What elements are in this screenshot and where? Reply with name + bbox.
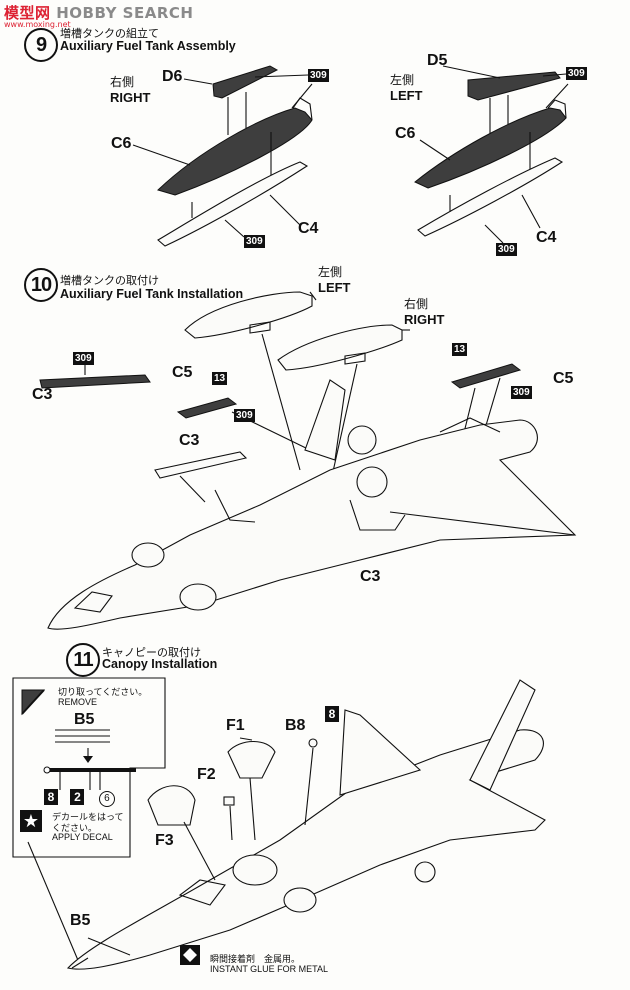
paint-badge-309: 309 [234, 409, 255, 422]
glue-jp: 瞬間接着剤 金属用。 [210, 955, 301, 965]
watermark-brand: 模型网 HOBBY SEARCH [4, 2, 193, 23]
part-label-d6: D6 [162, 68, 183, 85]
paint-badge-309: 309 [566, 67, 587, 80]
aircraft-fin-step10 [304, 379, 346, 461]
side-en: RIGHT [404, 312, 445, 327]
aircraft-body-step11 [66, 729, 546, 970]
step-9-title-jp: 増槽タンクの組立て [60, 27, 159, 40]
side-en: RIGHT [110, 90, 151, 105]
side-jp: 右側 [110, 75, 135, 89]
side-jp: 右側 [404, 297, 429, 311]
step-9-title-en: Auxiliary Fuel Tank Assembly [60, 39, 236, 53]
paint-badge-8: 8 [44, 789, 58, 805]
part-c4-left-shape [417, 157, 564, 237]
step9-right-drawing [132, 65, 313, 247]
part-label-b8: B8 [285, 717, 306, 734]
decal-en: APPLY DECAL [52, 832, 113, 842]
paint-badge-309: 309 [308, 69, 329, 82]
decal-star-icon: ★ [20, 810, 42, 832]
part-label-c6-left: C6 [395, 125, 416, 142]
part-label-f2: F2 [197, 766, 216, 783]
part-d6-shape [212, 65, 279, 99]
part-b8-shape [308, 738, 318, 748]
decal-jp-2: ください。 [52, 824, 98, 834]
paint-badge-2: 2 [70, 789, 85, 805]
part-label-f1: F1 [226, 717, 245, 734]
paint-badge-309: 309 [244, 235, 265, 248]
step-10-number: 10 [24, 268, 58, 302]
part-label-f3: F3 [155, 832, 174, 849]
side-jp: 左側 [390, 73, 415, 87]
part-label-c6: C6 [111, 135, 132, 152]
step-11-title-jp: キャノピーの取付け [102, 646, 201, 659]
part-f3-shape [147, 785, 196, 826]
right-tank-shape [277, 324, 403, 371]
decal-number: 6 [98, 791, 115, 807]
paint-badge-13: 13 [212, 372, 228, 385]
part-c6-shape [157, 107, 313, 196]
step9-left-drawing [414, 65, 569, 244]
part-c4-shape [157, 161, 309, 247]
step11-box-drawing [12, 677, 166, 966]
part-label-b5: B5 [70, 912, 91, 929]
paint-color-row: 8 2 6 [44, 788, 115, 807]
step9-left-side-label: 左側 LEFT [390, 73, 423, 104]
part-f2-shape [223, 796, 235, 806]
part-label-c5-left: C5 [172, 364, 193, 381]
side-en: LEFT [390, 88, 423, 103]
side-en: LEFT [318, 280, 351, 295]
step10-left-label: 左側 LEFT [318, 265, 351, 296]
paint-badge-309: 309 [511, 386, 532, 399]
part-label-d5: D5 [427, 52, 448, 69]
part-label-c3-upper: C3 [179, 432, 200, 449]
c3-upper-shape [154, 451, 248, 479]
watermark-url: www.moxing.net [4, 20, 71, 29]
paint-badge-309: 309 [73, 352, 94, 365]
watermark-glyphs: 模型网 [4, 4, 51, 22]
part-label-c3-lower: C3 [360, 568, 381, 585]
aircraft-fin-step11 [339, 709, 422, 796]
part-label-c5-right: C5 [553, 370, 574, 387]
step9-right-side-label: 右側 RIGHT [110, 75, 150, 106]
step-10-title-jp: 増槽タンクの取付け [60, 274, 159, 287]
part-label-c3-ref: C3 [32, 386, 53, 403]
part-f1-shape [227, 740, 276, 779]
part-label-b5-box: B5 [74, 711, 95, 728]
step11-drawing [66, 679, 546, 970]
paint-badge-13: 13 [452, 343, 468, 356]
paint-badge-309: 309 [496, 243, 517, 256]
part-c6-left-shape [414, 107, 567, 189]
side-jp: 左側 [318, 265, 343, 279]
aircraft-body-step10 [47, 419, 577, 630]
c5-right-shape [450, 363, 522, 389]
remove-en: REMOVE [58, 697, 98, 707]
remove-jp: 切り取ってください。 [58, 688, 148, 698]
step-11-number: 11 [66, 643, 100, 677]
step-9-number: 9 [24, 28, 58, 62]
part-d5-shape [467, 71, 561, 101]
decal-jp: デカールをはって [52, 813, 124, 823]
aircraft-fin2-step11 [469, 679, 536, 791]
step-11-title-en: Canopy Installation [102, 657, 218, 671]
step-10-title-en: Auxiliary Fuel Tank Installation [60, 287, 244, 301]
glue-en: INSTANT GLUE FOR METAL [210, 964, 329, 974]
part-label-c4-left: C4 [536, 229, 557, 246]
left-tank-shape [184, 291, 313, 339]
c5-left-shape [176, 397, 238, 419]
step10-right-label: 右側 RIGHT [404, 297, 444, 328]
watermark-brand-text: HOBBY SEARCH [56, 4, 194, 22]
step10-drawing [39, 291, 577, 630]
paint-badge-8: 8 [325, 706, 339, 722]
part-label-c4: C4 [298, 220, 319, 237]
ref-c3-shape [39, 374, 151, 389]
